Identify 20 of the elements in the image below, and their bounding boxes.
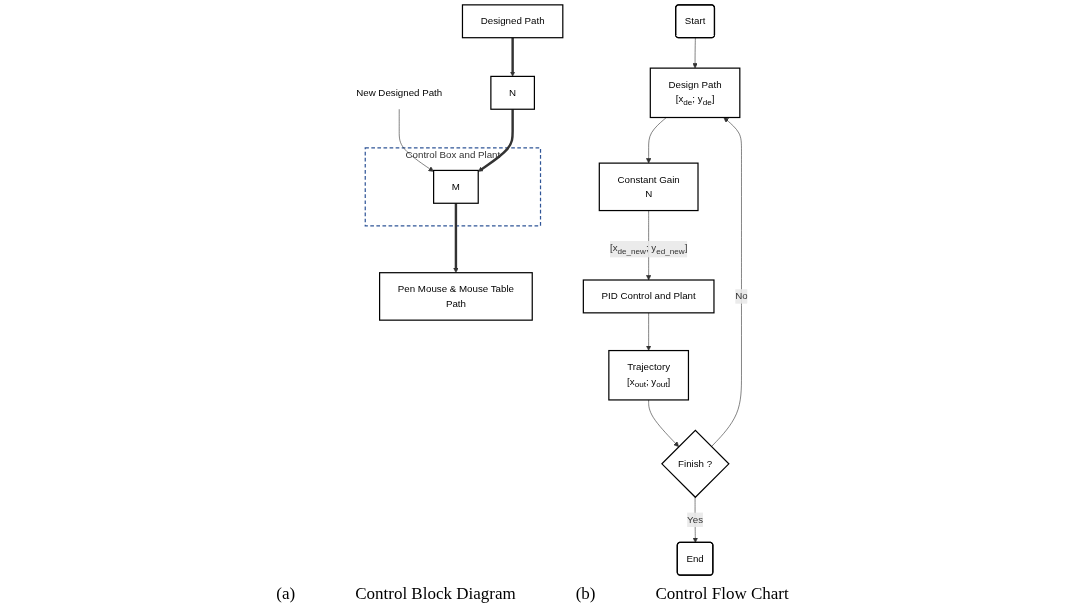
arrow xyxy=(477,109,514,172)
node-box: Trajectory [x$_{out}$; y$_{out}$] xyxy=(607,349,689,401)
node-box: M xyxy=(432,169,479,204)
node-box: Constant Gain N xyxy=(598,162,699,212)
node-box: N xyxy=(489,75,535,110)
node-box: Designed Path xyxy=(461,4,564,39)
node-text: New Designed Path xyxy=(355,87,442,98)
node-box: Pen Mouse & Mouse Table Path xyxy=(378,272,533,321)
node-diamond: Finish ? xyxy=(660,429,730,499)
caption-text: (a) xyxy=(276,584,296,604)
caption-text: (b) xyxy=(575,584,596,604)
edge-label: Yes xyxy=(686,514,703,525)
edge-label: [x$_{de_new}$; y$_{ed_new}$] xyxy=(609,242,688,256)
arrow xyxy=(509,37,515,77)
caption-text: Control Block Diagram xyxy=(355,584,516,604)
edge-label: No xyxy=(734,290,748,302)
node-box: PID Control and Plant xyxy=(582,279,715,314)
arrow xyxy=(452,203,459,273)
caption-text: Control Flow Chart xyxy=(655,584,789,604)
node-box: Design Path [x$_{de}$; y$_{de}$] xyxy=(649,67,741,119)
